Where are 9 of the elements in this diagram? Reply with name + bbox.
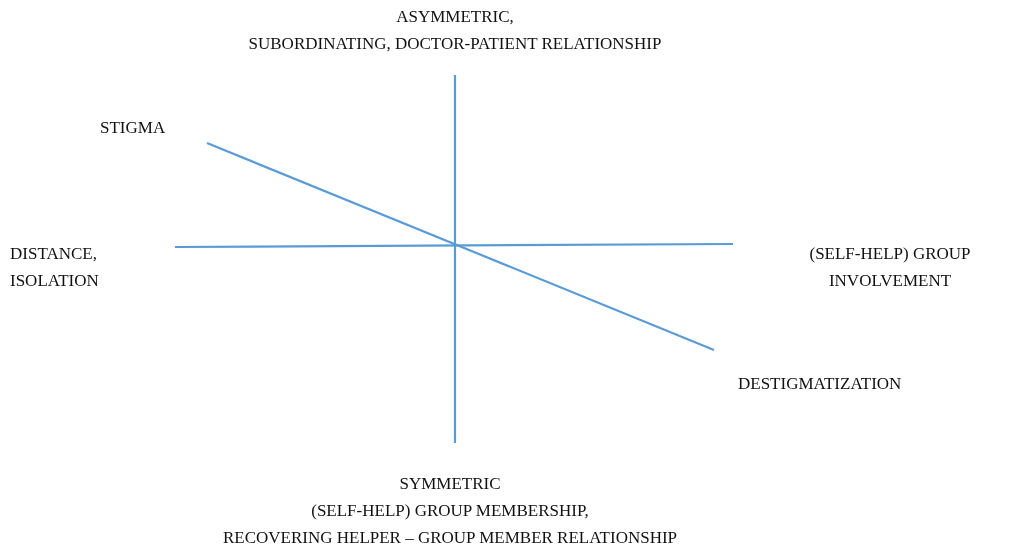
axis-end-label: DISTANCE, ISOLATION: [10, 240, 110, 294]
axis-end-label: STIGMA: [100, 114, 200, 141]
axis-line: [175, 242, 733, 249]
axis-line: [453, 75, 457, 443]
axis-end-label: (SELF-HELP) GROUP INVOLVEMENT: [770, 240, 1010, 294]
axis-end-label: ASYMMETRIC, SUBORDINATING, DOCTOR-PATIENT RELATIONSHIP: [150, 3, 760, 57]
axis-end-label: DESTIGMATIZATION: [738, 370, 958, 397]
axis-line: [206, 142, 715, 351]
axis-end-label: SYMMETRIC (SELF-HELP) GROUP MEMBERSHIP, RECOVERING HELPER – GROUP MEMBER RELATIONSHIP: [140, 470, 760, 551]
